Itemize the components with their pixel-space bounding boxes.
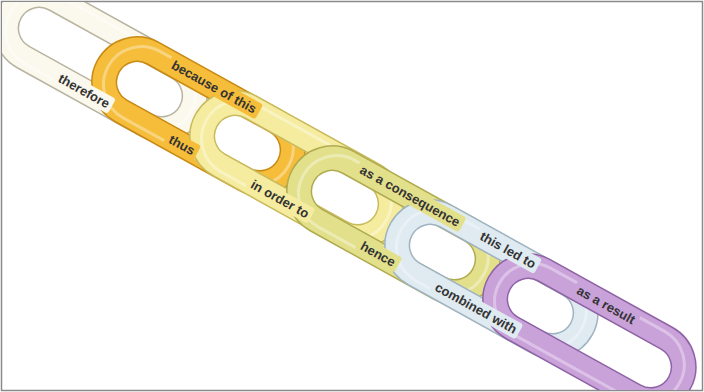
link-shine <box>481 250 698 390</box>
link-edge <box>484 255 696 390</box>
link-band <box>484 255 696 390</box>
